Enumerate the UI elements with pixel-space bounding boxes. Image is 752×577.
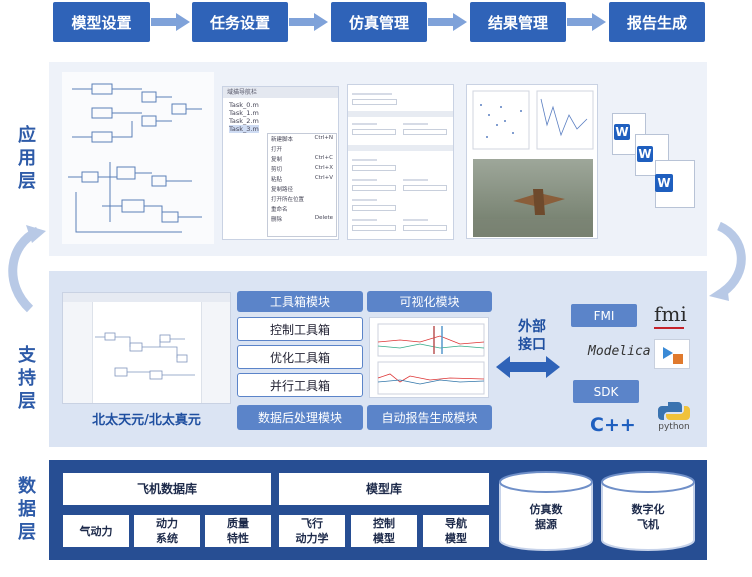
task-item[interactable]: Task_3.m bbox=[229, 125, 259, 133]
workflow-arrow-shaft bbox=[567, 18, 593, 26]
toolbox-module: 工具箱模块 bbox=[237, 291, 363, 312]
menu-item[interactable]: 打开 bbox=[271, 147, 283, 153]
sdk-interface: SDK bbox=[573, 380, 639, 403]
data-layer-text: 数据层 bbox=[18, 476, 36, 543]
postprocessing-module: 数据后处理模块 bbox=[237, 405, 363, 430]
digital-aircraft-cylinder-icon bbox=[601, 471, 695, 551]
control-model: 控制 模型 bbox=[351, 515, 417, 547]
workflow-step-model-settings: 模型设置 bbox=[53, 2, 150, 42]
mass-properties-data: 质量 特性 bbox=[205, 515, 271, 547]
simulink-model-thumbnail bbox=[62, 72, 214, 244]
aircraft-icon bbox=[473, 189, 593, 237]
settings-form-thumbnail bbox=[347, 84, 454, 240]
menu-item[interactable]: 打开所在位置 bbox=[271, 197, 305, 203]
propulsion-system-data: 动力 系统 bbox=[134, 515, 200, 547]
results-plots-graphic bbox=[472, 90, 594, 150]
platform-label: 北太天元/北太真元 bbox=[92, 412, 201, 428]
support-layer-text: 支持层 bbox=[18, 345, 36, 412]
navigation-model: 导航 模型 bbox=[423, 515, 489, 547]
workflow-arrow-icon bbox=[592, 13, 606, 31]
application-layer-text: 应用层 bbox=[18, 125, 36, 192]
workflow-arrow-icon bbox=[314, 13, 328, 31]
python-logo: python bbox=[656, 400, 692, 436]
workflow-arrow-shaft bbox=[151, 18, 177, 26]
word-icon: W bbox=[637, 146, 653, 162]
data-layer-label: 数据层 bbox=[14, 475, 40, 544]
task-list: Task_0.m Task_1.m Task_2.m Task_3.m bbox=[229, 101, 259, 133]
simulation-data-source-cylinder-icon bbox=[499, 471, 593, 551]
menu-item[interactable]: 重命名 bbox=[271, 207, 288, 213]
flight-scene-image bbox=[473, 159, 593, 237]
task-item[interactable]: Task_2.m bbox=[229, 117, 259, 125]
workflow-arrow-shaft bbox=[289, 18, 315, 26]
platform-diagram-graphic bbox=[95, 332, 195, 380]
results-thumbnail bbox=[466, 84, 598, 239]
workflow-arrow-icon bbox=[176, 13, 190, 31]
workflow-step-simulation-management: 仿真管理 bbox=[331, 2, 427, 42]
task-item[interactable]: Task_0.m bbox=[229, 101, 259, 109]
modelica-logo: Modelica bbox=[588, 344, 651, 359]
support-layer-label: 支持层 bbox=[14, 344, 40, 413]
python-logo-icon bbox=[658, 402, 690, 420]
python-logo-text: python bbox=[658, 422, 690, 432]
double-arrow-icon bbox=[496, 356, 560, 378]
menu-item[interactable]: 复制路径 bbox=[271, 187, 294, 193]
auto-report-module: 自动报告生成模块 bbox=[367, 405, 492, 430]
optimization-toolbox: 优化工具箱 bbox=[237, 345, 363, 369]
fmi-logo-text: fmi bbox=[654, 302, 687, 326]
fmi-interface: FMI bbox=[571, 304, 637, 327]
workflow-arrow-shaft bbox=[428, 18, 454, 26]
simulation-data-source: 仿真数 据源 bbox=[529, 503, 563, 531]
visualization-plot-thumbnail bbox=[369, 317, 489, 398]
cpp-logo: C++ bbox=[590, 414, 636, 436]
control-toolbox: 控制工具箱 bbox=[237, 317, 363, 341]
visualization-module: 可视化模块 bbox=[367, 291, 492, 312]
application-layer-label: 应用层 bbox=[14, 124, 40, 193]
visualization-plot-graphic bbox=[377, 323, 485, 395]
simulink-logo-icon bbox=[654, 339, 690, 369]
cycle-arrow-left-icon bbox=[8, 225, 46, 313]
aerodynamics-data: 气动力 bbox=[63, 515, 129, 547]
task-item[interactable]: Task_1.m bbox=[229, 109, 259, 117]
model-library-title: 模型库 bbox=[279, 473, 489, 505]
block-diagram-graphic bbox=[68, 83, 202, 233]
platform-ide-thumbnail bbox=[62, 292, 231, 404]
word-icon: W bbox=[614, 124, 630, 140]
fmi-logo: fmi bbox=[654, 302, 687, 329]
digital-aircraft: 数字化 飞机 bbox=[631, 503, 665, 531]
word-icon: W bbox=[655, 174, 673, 192]
workflow-step-report-generation: 报告生成 bbox=[609, 2, 705, 42]
workflow-step-task-settings: 任务设置 bbox=[192, 2, 288, 42]
cycle-arrow-right-icon bbox=[709, 222, 746, 301]
workflow-arrow-icon bbox=[453, 13, 467, 31]
workflow-step-result-management: 结果管理 bbox=[470, 2, 566, 42]
parallel-toolbox: 并行工具箱 bbox=[237, 373, 363, 397]
task-navigator-title: 域描导航栏 bbox=[223, 87, 338, 98]
aircraft-database-title: 飞机数据库 bbox=[63, 473, 271, 505]
external-interface-label: 外部 接口 bbox=[518, 319, 546, 353]
flight-dynamics-model: 飞行 动力学 bbox=[279, 515, 345, 547]
task-navigator-thumbnail: 域描导航栏 Task_0.m Task_1.m Task_2.m Task_3.… bbox=[222, 86, 339, 240]
